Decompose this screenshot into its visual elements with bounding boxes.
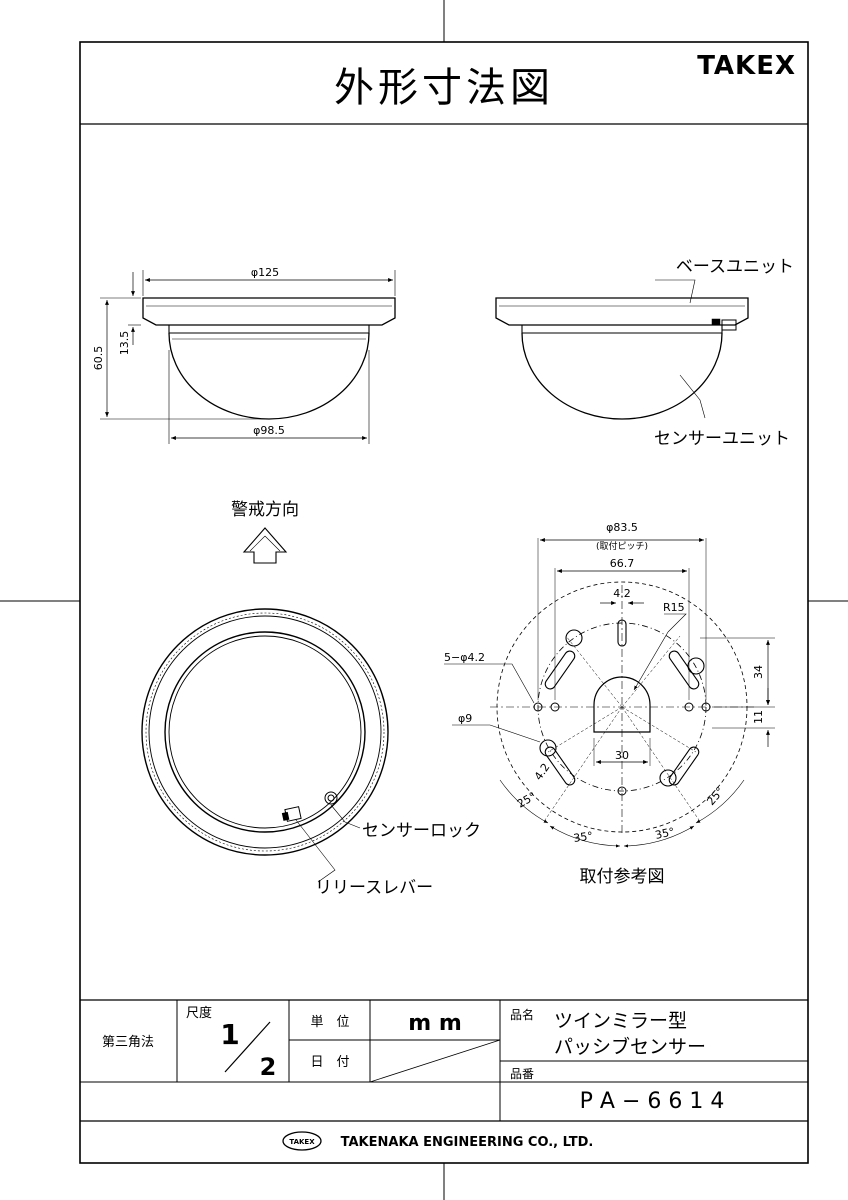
unit-value: m m: [408, 1011, 462, 1036]
dim-34: 34: [752, 665, 765, 679]
product-name-line2: パッシブセンサー: [554, 1035, 706, 1058]
dim-30: 30: [615, 749, 629, 762]
unit-label: 単 位: [310, 1014, 349, 1030]
angle-bottom-left: 35°: [573, 829, 594, 845]
mount-caption: 取付参考図: [580, 867, 665, 887]
top-view: [141, 608, 389, 883]
title-block: [80, 999, 808, 1122]
label-release-lever: リリースレバー: [315, 878, 433, 898]
release-lever-side: [721, 319, 737, 331]
brand-logo: TAKEX: [697, 51, 796, 81]
product-name-line1: ツインミラー型: [554, 1010, 687, 1032]
dim-4-2-slot: 4.2: [532, 761, 553, 783]
scale-denominator: 2: [260, 1053, 277, 1081]
dim-pitch: φ83.5: [606, 521, 638, 534]
dim-r15: R15: [663, 601, 685, 614]
label-sensor-unit: センサーユニット: [654, 429, 790, 449]
company-logo-text: TAKEX: [289, 1138, 315, 1146]
angle-bottom-right: 35°: [654, 825, 676, 842]
dim-66-7: 66.7: [610, 557, 635, 570]
part-number-label: 品番: [510, 1067, 534, 1081]
part-number-value: P A − 6 6 1 4: [580, 1089, 725, 1114]
date-label: 日 付: [310, 1055, 349, 1070]
company-name: TAKENAKA ENGINEERING CO., LTD.: [341, 1135, 594, 1150]
dim-bottom-width: φ98.5: [253, 424, 285, 437]
scale-label: 尺度: [186, 1005, 212, 1021]
projection-method: 第三角法: [102, 1035, 154, 1050]
direction-label: 警戒方向: [231, 500, 299, 520]
front-view: [495, 279, 749, 420]
label-base-unit: ベースユニット: [676, 257, 794, 277]
dim-top-width: φ125: [251, 266, 279, 279]
sheet-title: 外形寸法図: [334, 65, 554, 111]
angle-left: 25°: [515, 790, 538, 811]
label-sensor-lock: センサーロック: [362, 821, 481, 841]
dim-pitch-note: (取付ピッチ): [596, 541, 648, 552]
dim-total-height: 60.5: [92, 346, 105, 371]
angle-right: 25°: [704, 785, 726, 808]
dim-5-phi-4-2: 5−φ4.2: [444, 651, 485, 664]
sheet-border: [79, 41, 809, 1164]
dim-4-2-top: 4.2: [613, 587, 631, 600]
product-name-label: 品名: [510, 1007, 534, 1022]
dim-base-height: 13.5: [118, 331, 131, 356]
side-view: [100, 270, 396, 444]
dim-phi-9: φ9: [458, 712, 472, 725]
company-logo: [282, 1131, 322, 1151]
direction-arrow-icon: [242, 527, 288, 564]
mounting-view: [444, 538, 775, 848]
dim-11: 11: [752, 710, 765, 724]
scale-numerator: 1: [220, 1018, 239, 1051]
